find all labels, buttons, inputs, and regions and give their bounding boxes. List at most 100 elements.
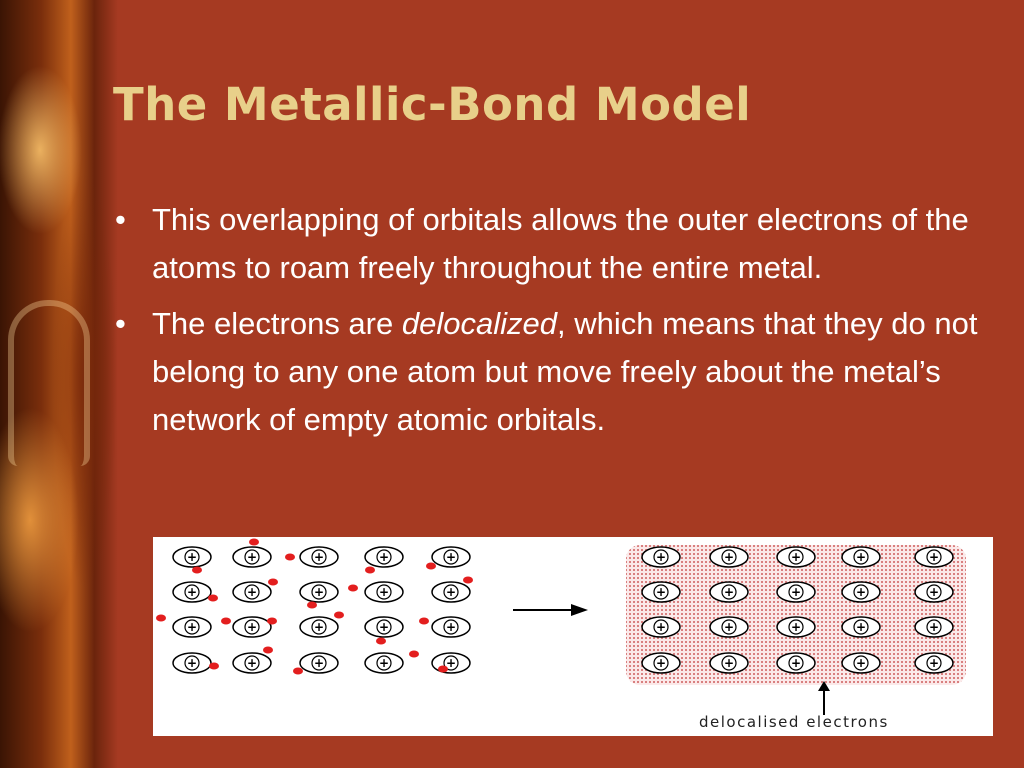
metal-ion: + [299,546,339,568]
electron [285,553,295,561]
bullet-list: • This overlapping of orbitals allows th… [113,196,993,452]
electron [263,646,273,654]
svg-text:+: + [379,620,389,634]
bullet-marker: • [115,306,126,341]
svg-text:+: + [929,585,939,599]
svg-text:+: + [446,656,456,670]
electron [426,562,436,570]
electron [221,617,231,625]
metal-ion: + [709,546,749,568]
svg-text:+: + [187,620,197,634]
metal-ion: + [914,652,954,674]
electron [249,538,259,546]
svg-text:+: + [247,585,257,599]
svg-text:+: + [247,620,257,634]
svg-text:+: + [791,585,801,599]
svg-text:+: + [856,656,866,670]
delocalised-electrons-label: delocalised electrons [699,713,889,731]
metal-ion: + [841,546,881,568]
svg-text:+: + [247,656,257,670]
metal-ion: + [431,546,471,568]
svg-text:+: + [379,550,389,564]
bullet-item-2: • The electrons are delocalized, which m… [113,300,993,444]
metal-ion: + [172,652,212,674]
svg-text:+: + [446,620,456,634]
metal-ion: + [431,652,471,674]
metallic-bond-diagram: ++++++++++++++++++++ +++++++++++++++++++… [153,537,993,736]
metal-ion: + [172,546,212,568]
svg-text:+: + [187,585,197,599]
svg-text:+: + [656,550,666,564]
metal-ion: + [709,581,749,603]
metal-ion: + [841,616,881,638]
svg-text:+: + [791,550,801,564]
svg-text:+: + [187,550,197,564]
electron [365,566,375,574]
svg-text:+: + [856,585,866,599]
electron [156,614,166,622]
metal-ion: + [232,546,272,568]
metal-ion: + [709,616,749,638]
electron [267,617,277,625]
metal-ion: + [172,616,212,638]
svg-text:+: + [856,620,866,634]
metal-ion: + [172,581,212,603]
localized-electrons [156,538,473,675]
localized-ion-lattice: + + + + + + + + + + + + + + + + + + + + [172,546,471,674]
slide-title: The Metallic-Bond Model [113,78,752,131]
electron [307,601,317,609]
bullet-emphasis: delocalized [401,306,557,341]
metal-ion: + [299,581,339,603]
svg-text:+: + [314,585,324,599]
svg-text:+: + [791,656,801,670]
metal-ion: + [641,581,681,603]
metal-ion: + [641,546,681,568]
bullet-text-continued: , which means that they do not belong to… [152,306,978,437]
up-arrow-icon [818,681,830,715]
svg-text:+: + [929,550,939,564]
right-arrow-icon [513,604,588,616]
metal-ion: + [776,581,816,603]
metal-ion: + [641,616,681,638]
bullet-item-1: • This overlapping of orbitals allows th… [113,196,993,292]
metal-ion: + [709,652,749,674]
electron [192,566,202,574]
metal-ion: + [914,616,954,638]
electron [268,578,278,586]
svg-text:+: + [379,656,389,670]
svg-text:+: + [791,620,801,634]
metal-ion: + [364,616,404,638]
bullet-text: The electrons are [152,306,402,341]
metal-ion: + [776,616,816,638]
svg-text:+: + [446,585,456,599]
electron [438,665,448,673]
electron [463,576,473,584]
svg-text:+: + [724,620,734,634]
electron-sea [626,545,966,685]
metal-ion: + [776,652,816,674]
svg-text:+: + [379,585,389,599]
svg-text:+: + [724,585,734,599]
metal-ion: + [364,581,404,603]
svg-text:+: + [314,550,324,564]
metal-ion: + [914,581,954,603]
svg-text:+: + [247,550,257,564]
electron [409,650,419,658]
svg-text:+: + [724,550,734,564]
metal-ion: + [232,581,272,603]
metal-ion: + [299,652,339,674]
electron [209,662,219,670]
electron [293,667,303,675]
metal-ion: + [431,616,471,638]
bullet-text: This overlapping of orbitals allows the … [152,202,969,285]
svg-text:+: + [656,585,666,599]
svg-text:+: + [929,656,939,670]
metal-ion: + [299,616,339,638]
metal-ion: + [914,546,954,568]
metal-ion: + [841,652,881,674]
diagram-canvas: ++++++++++++++++++++ +++++++++++++++++++… [156,538,966,715]
svg-text:+: + [446,550,456,564]
metal-ion: + [776,546,816,568]
metal-ion: + [232,616,272,638]
electron [208,594,218,602]
